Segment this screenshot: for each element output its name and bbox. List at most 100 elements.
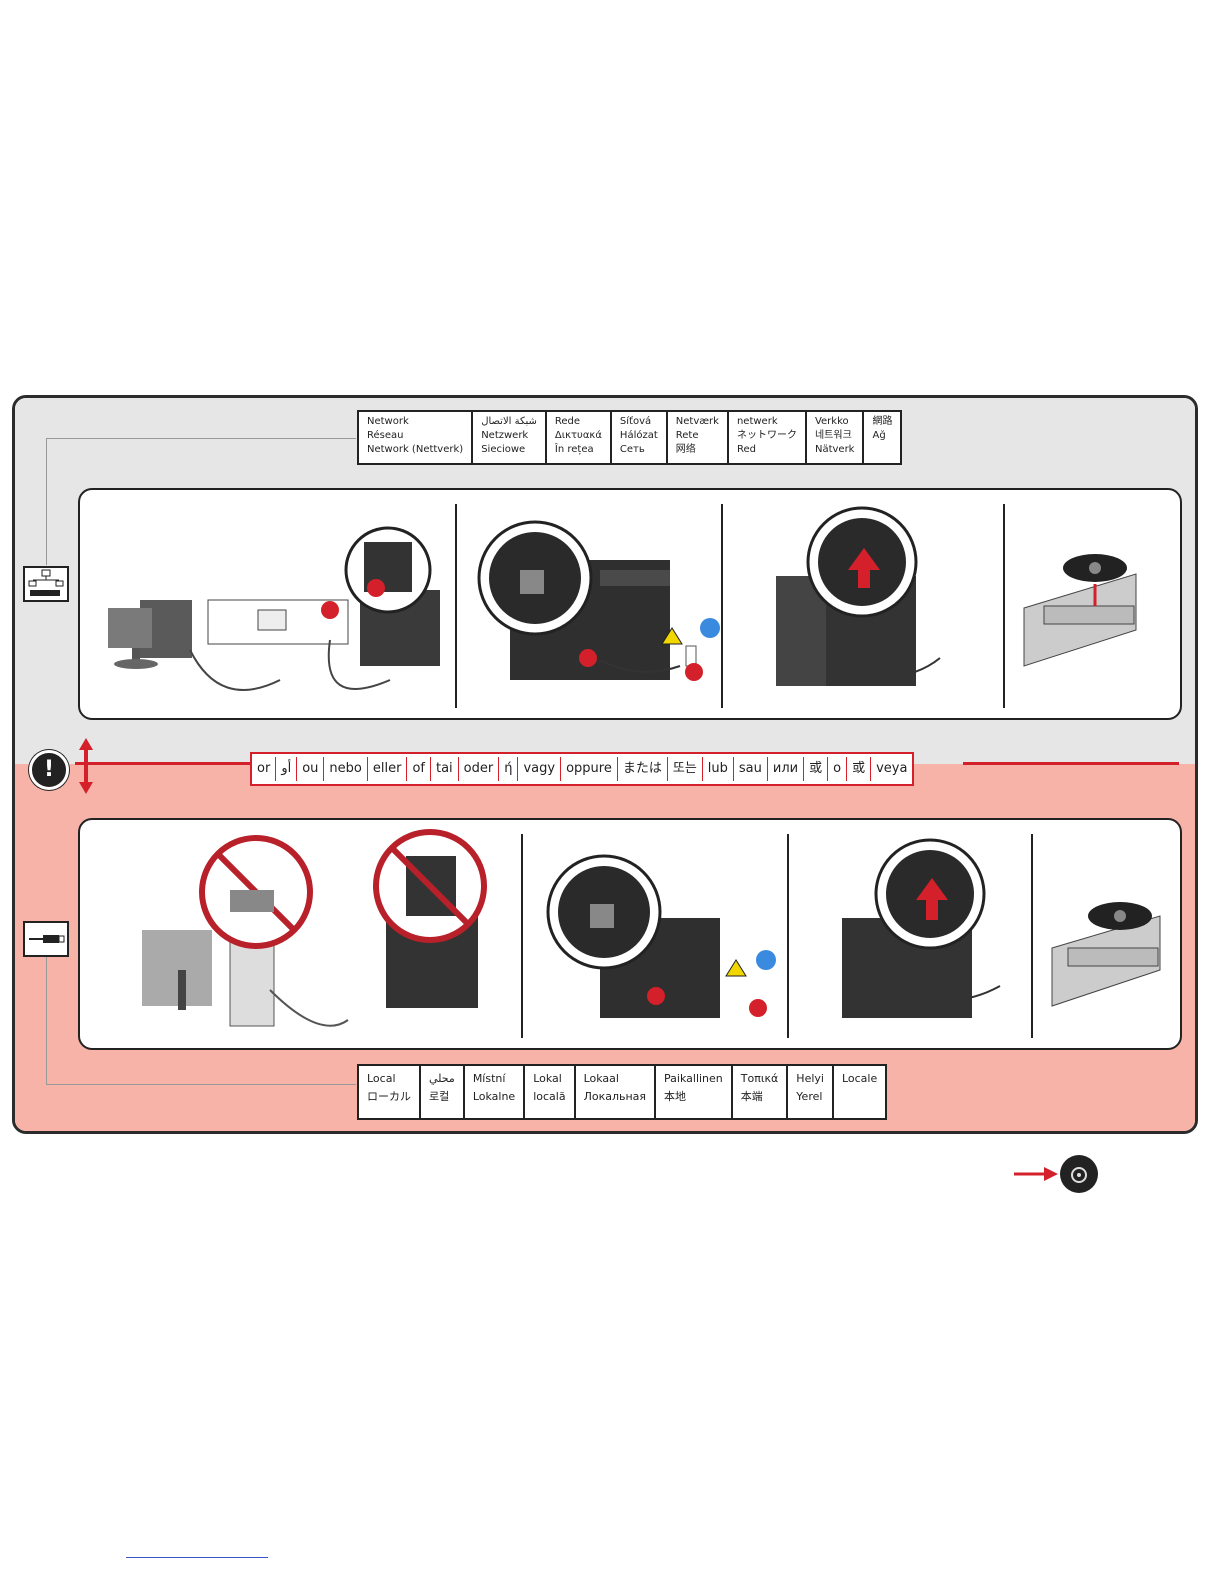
network-label: Netværk	[675, 416, 719, 427]
network-label: 네트워크	[814, 430, 852, 441]
local-label: Lokaal	[583, 1072, 619, 1085]
divider-line-left	[75, 762, 251, 765]
local-column: محلي 로컬	[421, 1066, 465, 1118]
local-label: Paikallinen	[664, 1072, 723, 1085]
or-word: eller	[368, 757, 408, 781]
network-steps-panel	[78, 488, 1182, 720]
network-step-3-illustration	[776, 506, 941, 686]
local-label: Místní	[472, 1072, 506, 1085]
usb-icon	[23, 921, 69, 957]
network-label: Síťová	[619, 416, 652, 427]
local-label: 本地	[664, 1090, 687, 1103]
network-step-4-illustration	[1023, 554, 1137, 667]
network-label: Сеть	[619, 444, 645, 455]
local-label: محلي	[429, 1072, 455, 1085]
local-column: Τοπικά 本端	[733, 1066, 789, 1118]
network-label: Netzwerk	[481, 430, 529, 441]
network-label: Rede	[554, 416, 581, 427]
local-label: Helyi	[796, 1072, 824, 1085]
local-label: Locale	[841, 1072, 878, 1085]
local-label: Local	[367, 1072, 396, 1085]
network-label: Red	[736, 444, 756, 455]
local-column: Paikallinen 本地	[656, 1066, 733, 1118]
network-connector	[46, 438, 356, 565]
or-word: veya	[876, 761, 908, 776]
network-icon	[23, 566, 69, 602]
or-word: vagy	[518, 757, 562, 781]
local-label: locală	[533, 1090, 566, 1103]
or-word: أو	[276, 757, 298, 781]
local-label: Lokalne	[472, 1090, 516, 1103]
or-word: 或	[847, 757, 872, 781]
network-label: Nätverk	[814, 444, 855, 455]
network-label: 網路	[872, 416, 893, 427]
or-word: или	[768, 757, 805, 781]
or-word: または	[618, 757, 668, 781]
or-word: oder	[459, 757, 500, 781]
or-word: lub	[703, 757, 734, 781]
divider-line-right	[963, 762, 1179, 765]
or-word: 或	[804, 757, 829, 781]
local-column: Local ローカル	[359, 1066, 421, 1118]
network-label: netwerk	[736, 416, 778, 427]
or-word: sau	[734, 757, 768, 781]
network-label: Network (Nettverk)	[367, 444, 464, 455]
or-word: o	[828, 757, 848, 781]
local-step-1-illustration	[142, 829, 487, 1027]
or-word: of	[407, 757, 431, 781]
arrow-to-cd	[1014, 1166, 1058, 1181]
local-label: 本端	[740, 1090, 763, 1103]
or-word: nebo	[324, 757, 368, 781]
network-label: Sieciowe	[481, 444, 526, 455]
or-word: tai	[431, 757, 459, 781]
network-column: 網路 Ağ	[864, 412, 900, 463]
network-label: Network	[367, 416, 409, 427]
network-label: Rete	[675, 430, 699, 441]
or-word: or	[252, 757, 277, 781]
local-step-3-illustration	[842, 838, 1001, 1018]
network-label: Réseau	[367, 430, 404, 441]
network-label: ネットワーク	[736, 430, 797, 441]
local-steps-panel	[78, 818, 1182, 1050]
network-label: Verkko	[814, 416, 849, 427]
network-label: 网络	[675, 444, 696, 455]
or-word: ή	[499, 757, 519, 781]
local-label: Локальная	[583, 1090, 647, 1103]
network-label: Δικτυακά	[554, 430, 602, 441]
network-step-2-illustration	[477, 520, 720, 681]
footer-rule	[126, 1557, 268, 1558]
local-column: Locale	[834, 1066, 885, 1118]
or-word: 또는	[668, 757, 703, 781]
network-column: Verkko 네트워크 Nätverk	[807, 412, 865, 463]
local-step-2-illustration	[546, 854, 776, 1018]
network-label: Hálózat	[619, 430, 658, 441]
local-label: 로컬	[429, 1090, 450, 1103]
network-step-1-illustration	[108, 526, 440, 691]
local-label: Τοπικά	[740, 1072, 779, 1085]
network-label: شبكة الاتصال	[481, 416, 537, 427]
network-label: Ağ	[872, 430, 886, 441]
network-column: netwerk ネットワーク Red	[729, 412, 807, 463]
double-arrow-icon	[79, 738, 93, 794]
network-label: În rețea	[554, 444, 594, 455]
local-label: ローカル	[367, 1090, 411, 1103]
cd-icon	[1060, 1155, 1098, 1193]
local-label: Yerel	[796, 1090, 823, 1103]
local-step-4-illustration	[1051, 902, 1161, 1007]
local-connector	[46, 956, 356, 1085]
or-word: oppure	[561, 757, 618, 781]
or-word: ou	[297, 757, 325, 781]
